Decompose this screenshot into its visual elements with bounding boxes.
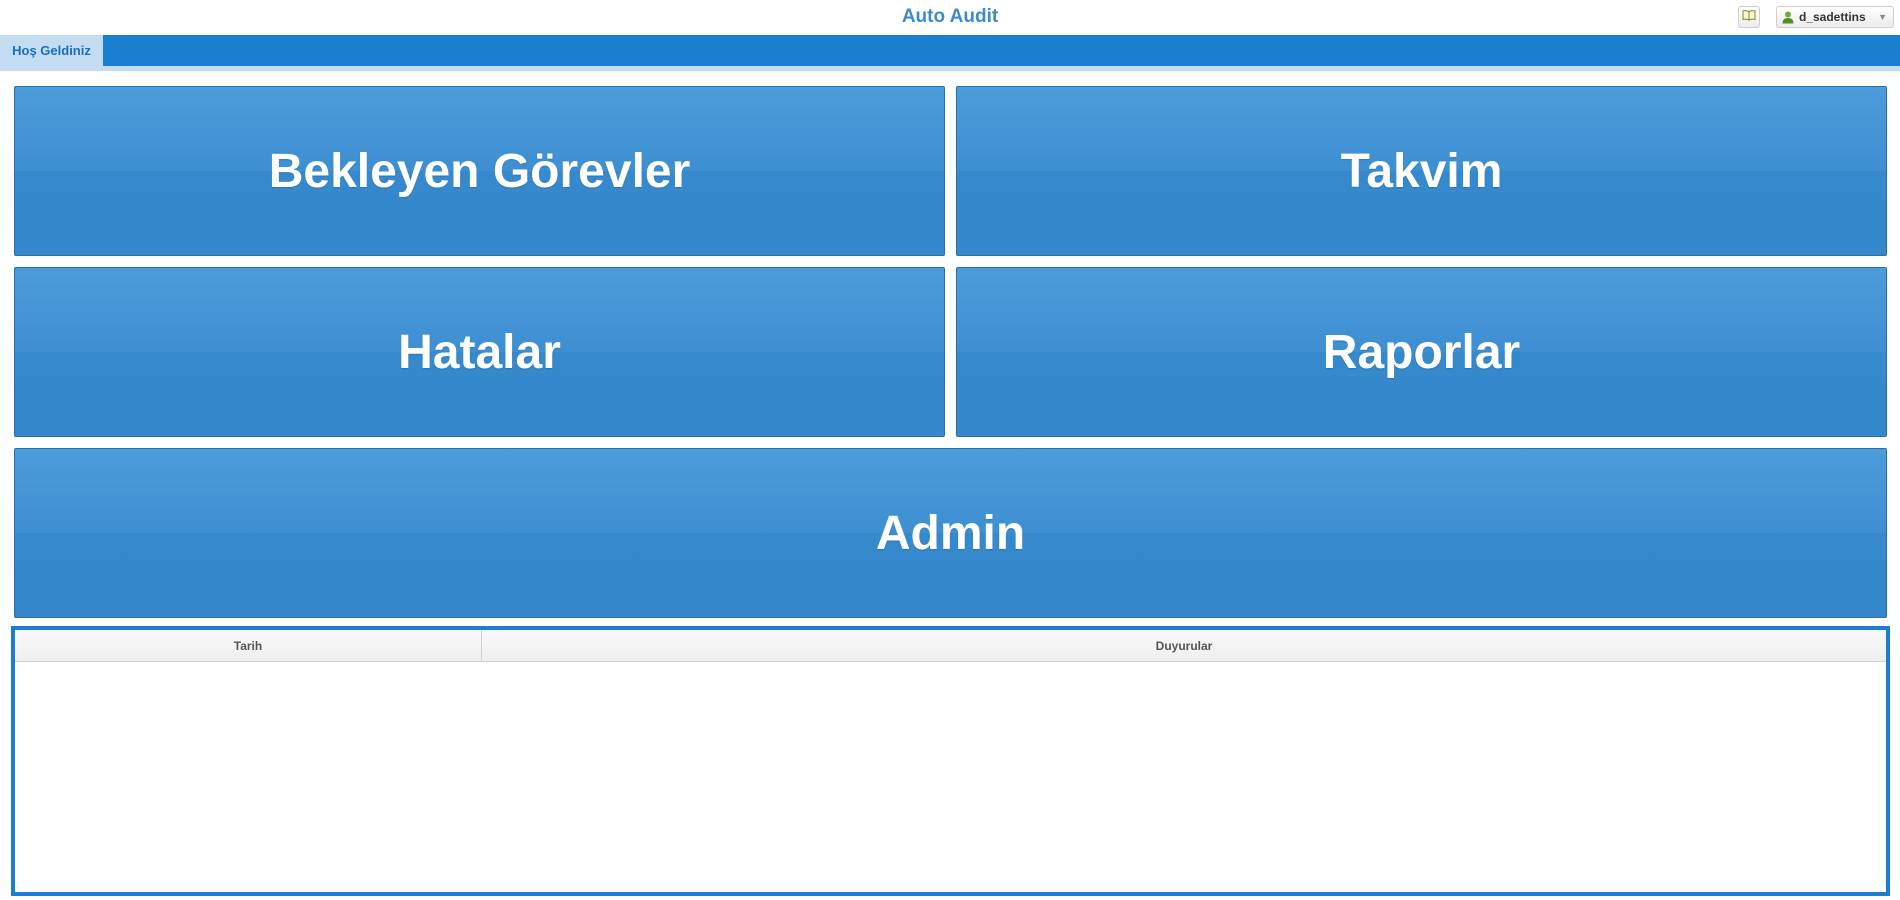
calendar-tile[interactable]: Takvim	[956, 86, 1887, 256]
chevron-down-icon: ▼	[1878, 12, 1887, 22]
reports-tile[interactable]: Raporlar	[956, 267, 1887, 437]
help-button[interactable]	[1738, 6, 1760, 28]
book-icon	[1742, 8, 1756, 26]
user-menu-button[interactable]: d_sadettins ▼	[1776, 6, 1894, 28]
user-icon	[1781, 10, 1795, 24]
top-bar: Auto Audit d_sadettins ▼	[0, 0, 1900, 35]
grid-body	[15, 662, 1886, 892]
pending-tasks-tile[interactable]: Bekleyen Görevler	[14, 86, 945, 256]
username-label: d_sadettins	[1799, 10, 1866, 24]
grid-header: Tarih Duyurular	[15, 630, 1886, 662]
announcements-grid: Tarih Duyurular	[11, 626, 1890, 896]
column-header-date[interactable]: Tarih	[15, 630, 482, 661]
tab-welcome[interactable]: Hoş Geldiniz	[0, 35, 103, 66]
errors-tile[interactable]: Hatalar	[14, 267, 945, 437]
admin-tile[interactable]: Admin	[14, 448, 1887, 618]
column-header-announcements[interactable]: Duyurular	[1155, 638, 1213, 653]
tab-bar	[0, 35, 1900, 66]
tab-bar-underline	[0, 66, 1900, 71]
app-title: Auto Audit	[901, 6, 999, 27]
